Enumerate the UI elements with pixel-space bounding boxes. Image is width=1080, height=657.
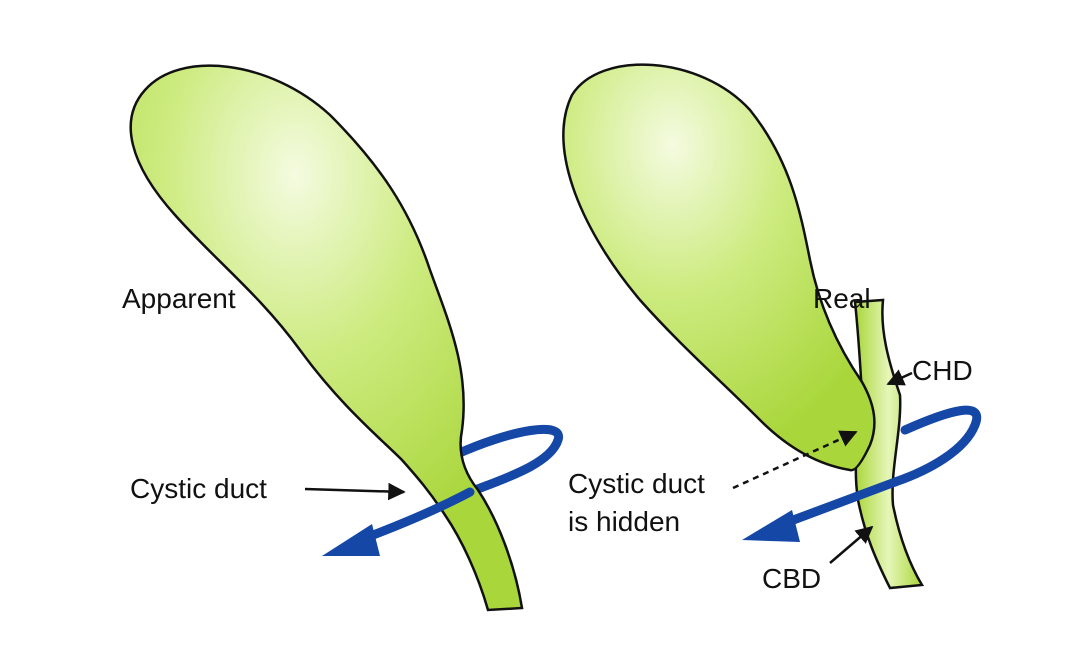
left-cystic-duct-pointer [305,489,404,492]
right-cbd-pointer [830,527,872,563]
apparent-label: Apparent [122,282,236,315]
left-rotation-arrowhead [322,524,380,556]
cbd-label: CBD [762,562,821,595]
hidden-duct-label-line1: Cystic duct [568,467,705,500]
right-gallbladder [563,65,874,471]
left-gallbladder [131,66,522,610]
right-rotation-arrowhead [742,510,800,542]
hidden-duct-label-line2: is hidden [568,505,680,538]
real-label: Real [813,282,871,315]
right-rotation-arrow-back [895,410,977,482]
chd-label: CHD [912,354,973,387]
left-cystic-duct-label: Cystic duct [130,472,267,505]
